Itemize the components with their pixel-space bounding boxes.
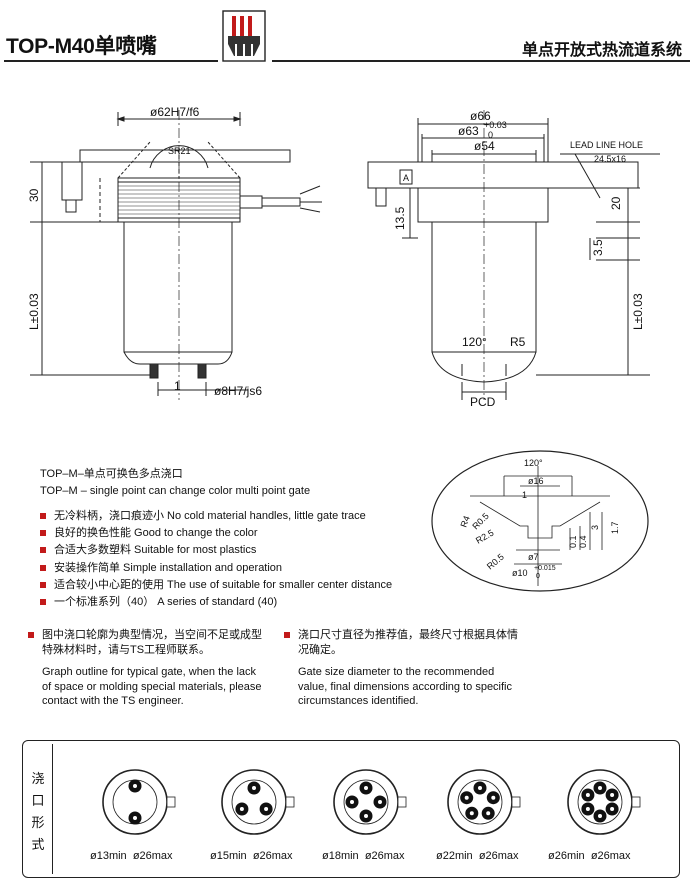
feature-item: 合适大多数塑料 Suitable for most plastics [40,542,392,559]
detail-d10-tol1: +0.015 [534,565,556,572]
gate-caption-5: ø22min ø26max [436,850,519,862]
product-description: TOP–M–单点可换色多点浇口 TOP–M – single point can… [40,466,310,499]
dim-pcd: PCD [470,395,496,409]
description-cn: TOP–M–单点可换色多点浇口 [40,468,183,480]
gate-variants [102,769,641,835]
dim-1: 1 [174,379,181,393]
detail-3: 3 [590,525,600,530]
gate-variant-2-tips [102,769,176,835]
gate-caption-4: ø18min ø26max [322,850,405,862]
nozzle-technical-drawing: ø62H7/f6 SR21 30 L±0.03 1 ø8H7/js6 ø66 ø… [27,105,660,409]
gate-divider [52,744,53,874]
page-subtitle: 单点开放式热流道系统 [521,42,682,59]
page-title: TOP-M40单喷嘴 [6,35,157,58]
note-right-cn: 浇口尺寸直径为推荐值，最终尺寸根据具体情况确定。 [284,628,524,657]
detail-04: 0.4 [578,535,588,548]
dim-63: ø63 [458,124,479,138]
dim-radius: R5 [510,335,526,349]
gate-caption-2: ø13min ø26max [90,850,173,862]
detail-d16: ø16 [528,476,544,486]
dim-bore: ø62H7/f6 [150,105,200,119]
detail-17: 1.7 [610,521,620,534]
datum-a: A [403,173,409,183]
feature-item: 安装操作简单 Simple installation and operation [40,560,392,577]
gate-variant-6-tips [567,769,641,835]
dim-54: ø54 [474,139,495,153]
lead-line-size: 24.5x16 [594,154,626,164]
dim-30: 30 [27,188,41,202]
dim-63-tol: +0.03 [484,120,507,130]
note-left: 图中浇口轮廓为典型情况，当空间不足或成型特殊材料时，请与TS工程师联系。 Gra… [28,628,268,709]
dim-13-5: 13.5 [393,206,407,230]
gate-variant-5-tips [447,769,521,835]
gate-caption-6: ø26min ø26max [548,850,631,862]
detail-01: 0.1 [568,535,578,548]
gate-variant-4-tips [333,769,407,835]
dim-sr: SR21 [168,146,191,156]
detail-d10: ø10 [512,568,528,578]
detail-d10-tol2: 0 [536,573,540,580]
gate-variant-3-tips [221,769,295,835]
detail-angle: 120° [524,458,543,468]
detail-r4: R4 [458,514,471,528]
nozzle-logo-icon [222,10,266,62]
detail-d1: 1 [522,490,527,500]
note-left-cn: 图中浇口轮廓为典型情况，当空间不足或成型特殊材料时，请与TS工程师联系。 [28,628,268,657]
feature-item: 适合较小中心距的使用 The use of suitable for small… [40,577,392,594]
dim-pin: ø8H7/js6 [214,384,262,398]
dim-20: 20 [609,196,623,210]
detail-r05b: R0.5 [485,552,506,572]
dim-3-5: 3.5 [591,239,605,256]
dim-63-tol2: 0 [488,130,493,140]
note-right: 浇口尺寸直径为推荐值，最终尺寸根据具体情况确定。 Gate size diame… [284,628,524,709]
dim-length-right: L±0.03 [631,293,645,330]
feature-item: 无冷料柄，浇口痕迹小 No cold material handles, lit… [40,508,392,525]
header-rule-left [4,60,218,62]
feature-list: 无冷料柄，浇口痕迹小 No cold material handles, lit… [40,508,392,611]
dim-length-left: L±0.03 [27,293,41,330]
note-right-en: Gate size diameter to the recommended va… [298,666,513,707]
gate-detail-drawing: 120° ø16 1 R4 R0.5 R2.5 ø7 R0.5 ø10 +0.0… [431,450,649,592]
gate-type-panel [22,740,680,878]
note-left-en: Graph outline for typical gate, when the… [42,666,262,707]
detail-d7: ø7 [528,552,539,562]
feature-item: 一个标准系列（40） A series of standard (40) [40,594,392,611]
lead-line-label: LEAD LINE HOLE [570,140,643,150]
gate-type-label: 浇口形式 [31,771,45,852]
description-en: TOP–M – single point can change color mu… [40,484,311,497]
dim-66: ø66 [470,109,491,123]
feature-item: 良好的换色性能 Good to change the color [40,525,392,542]
dim-angle: 120° [462,335,487,349]
gate-caption-3: ø15min ø26max [210,850,293,862]
header-rule-right [272,60,690,62]
